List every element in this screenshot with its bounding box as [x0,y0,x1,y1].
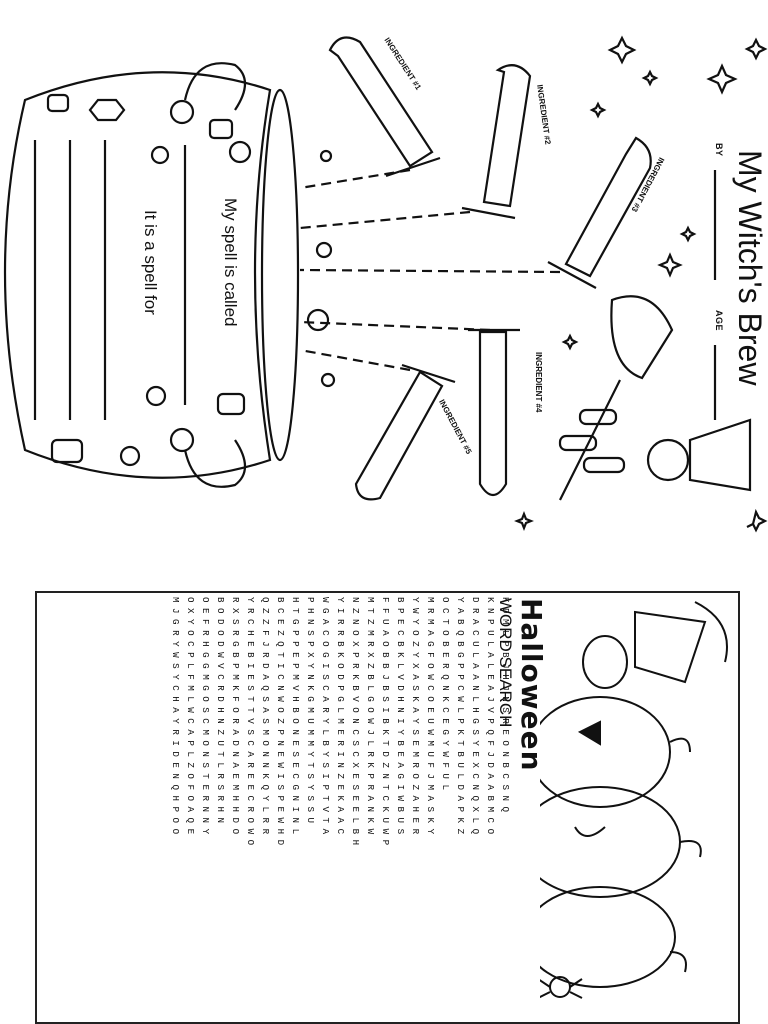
grid-row: B O D O D W V C R D H N Z U T L R S R H … [215,597,226,824]
by-label: BY [714,143,724,157]
grid-row: B P E C B K L V D H N I Y B E A G I W B … [395,597,406,835]
test-tube-5 [354,363,456,501]
grid-row: Y A B Q B G P P C W L P K T B U L D A P … [455,597,466,835]
test-tube-4 [468,328,520,497]
grid-row: Y W Y O Z Y X A S K A Y S E M R O Z A H … [410,597,421,835]
brew-title: My Witch's Brew [732,150,768,386]
grid-row: B C E Z Q T I C N W O Z P N E W I S P E … [275,597,286,846]
grid-row: Q Z Z F J R D A Q S A S M O N N K Q Y L … [260,597,271,835]
word-search-frame [35,591,740,1024]
witch-doll [558,408,752,492]
grid-row: Y R C H E B I E S T T V S C A R E E C R … [245,597,256,846]
grid-row: F F U A O B B J B S I B K T D Z N T C K … [380,597,391,846]
grid-row: K D M L P B J H J N S R E O N B C S N Q [500,597,511,813]
spell-purpose-prompt: It is a spell for [141,210,160,315]
grid-row: M T Z M R X Z B L G O W J L R K P R A N … [365,597,376,835]
grid-row: P H N S P X Y N K G M U M M Y T S Y S S … [305,597,316,824]
spell-name-prompt: My spell is called [221,198,240,327]
witch-brew-sheet: My Witch's Brew BY AGE My spell is calle… [3,35,768,533]
word-search-title-word: Halloween [515,598,548,772]
grid-row: R X S R G B P M K F O R A D N A E M H H … [230,597,241,835]
test-tube-1 [328,36,441,178]
ingredient-label-4: INGREDIENT #4 [534,352,543,413]
gem-icon [46,93,252,467]
grid-row: M R M A G F O W C O E U W M U F J M A S … [425,597,436,835]
grid-row: H T G P P E P M V H B O N E S E C G N I … [290,597,301,835]
sparkle-icon [514,35,768,533]
test-tube-3 [547,136,652,289]
pumpkin-artwork [540,601,728,999]
grid-row: O C T O B E R Q N K C E G Y W F U L [440,597,451,790]
test-tube-2 [461,64,532,220]
grid-row: O X Y O C P L F M L W C A P L Z O F O A … [185,597,196,835]
age-label: AGE [714,310,724,332]
grid-row: N Z N O X P R K B V O N C S C X E S E E … [350,597,361,846]
broom [559,295,674,501]
witch-brew-artwork [3,35,768,533]
grid-row: D R A C U L A A N L H G S Y E X C N Q X … [470,597,481,835]
grid-row: W G A C O G I S C A R Y L B Y S I P T V … [320,597,331,835]
grid-row: M J G R Y W S Y C H A Y R I D E N Q H P … [170,597,181,835]
grid-row: O E F R H G G M G O S C M O N S T E R N … [200,597,211,835]
cauldron [3,62,300,488]
grid-row: K N P U L A L E A J V P Q F J D A A B M … [485,597,496,835]
grid-row: Y I R R B K O D P G L M E R I N Z E K A … [335,597,346,835]
